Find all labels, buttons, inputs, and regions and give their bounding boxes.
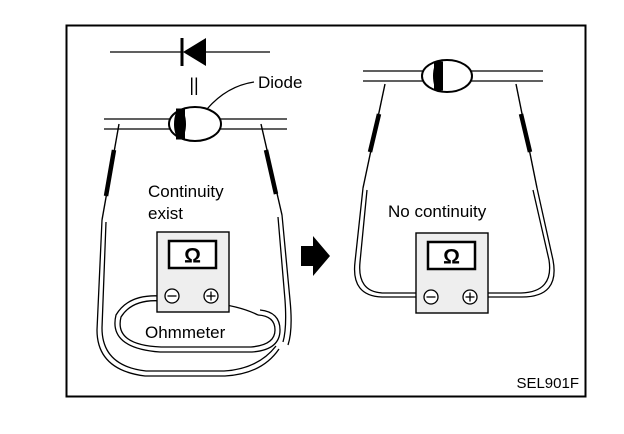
right-probe-leads [353,187,555,298]
left-diode-wire [104,118,287,130]
left-probe-leads [96,214,292,377]
left-ohmmeter: Ω [156,231,230,313]
right-positive-probe [515,83,538,189]
ohmmeter-label: Ohmmeter [145,323,226,342]
right-ohm-symbol: Ω [443,246,460,269]
right-diode-body [421,59,473,93]
no-continuity-label: No continuity [388,202,487,221]
left-negative-probe [101,123,120,221]
continuity-label: Continuity [148,182,224,201]
equivalence-mark: || [189,75,198,95]
left-ohm-symbol: Ω [184,245,201,268]
figure-code: SEL901F [516,375,579,392]
right-negative-probe [362,83,386,189]
diode-callout-line [206,81,255,110]
left-diode-body [168,106,222,142]
diagram-frame [65,24,587,398]
diode-symbol-icon [110,38,270,66]
exist-label: exist [148,204,183,223]
diode-label: Diode [258,73,302,92]
right-diode-wire [363,70,543,82]
transition-arrow-icon [301,236,330,276]
right-ohmmeter: Ω [415,232,489,314]
left-positive-probe [260,123,283,216]
